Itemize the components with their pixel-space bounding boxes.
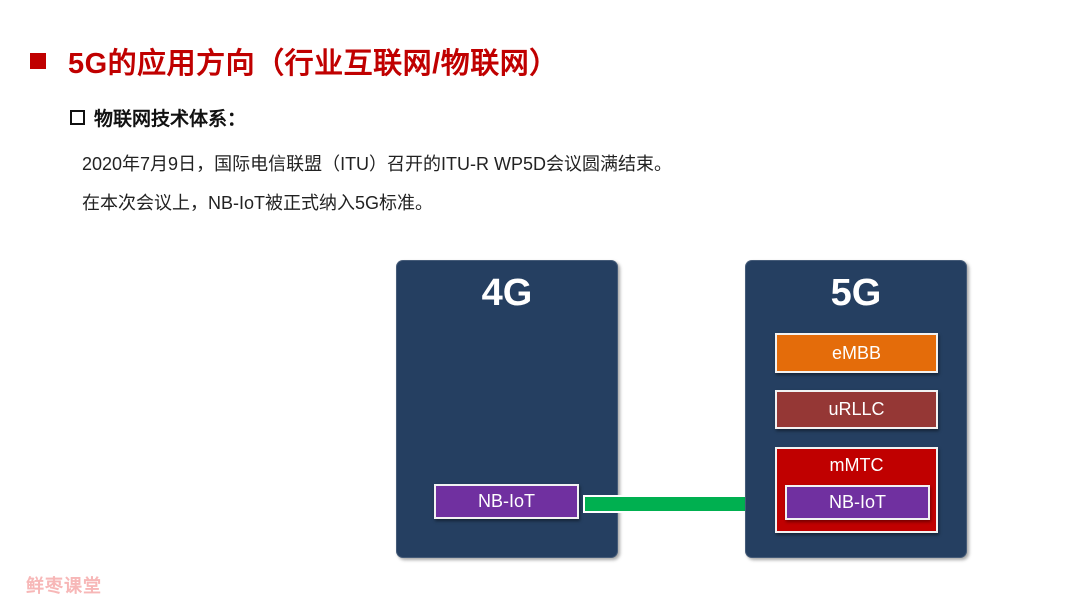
panel-4g: 4G NB-IoT [396, 260, 618, 558]
subtitle-row: 物联网技术体系： [70, 104, 246, 131]
body-text-line-1: 2020年7月9日，国际电信联盟（ITU）召开的ITU-R WP5D会议圆满结束… [82, 154, 673, 174]
panel-4g-title: 4G [481, 272, 533, 314]
hollow-square-bullet-icon [70, 110, 85, 125]
urllc-box: uRLLC [775, 390, 938, 429]
mmtc-label: mMTC [829, 455, 884, 475]
body-text-line-2: 在本次会议上，NB-IoT被正式纳入5G标准。 [82, 193, 434, 213]
watermark: 鲜枣课堂 [26, 576, 102, 596]
panel-5g: 5G eMBB uRLLC mMTC NB-IoT [745, 260, 967, 558]
nbiot-5g-box: NB-IoT [785, 485, 930, 520]
panel-5g-title: 5G [830, 272, 882, 314]
slide-title: 5G的应用方向（行业互联网/物联网） [68, 48, 559, 80]
mmtc-box: mMTC NB-IoT [775, 447, 938, 533]
slide-title-row: 5G的应用方向（行业互联网/物联网） [30, 40, 559, 82]
nbiot-4g-box: NB-IoT [434, 484, 579, 519]
title-bullet-square-icon [30, 53, 46, 69]
section-subtitle: 物联网技术体系： [94, 109, 247, 130]
embb-box: eMBB [775, 333, 938, 373]
